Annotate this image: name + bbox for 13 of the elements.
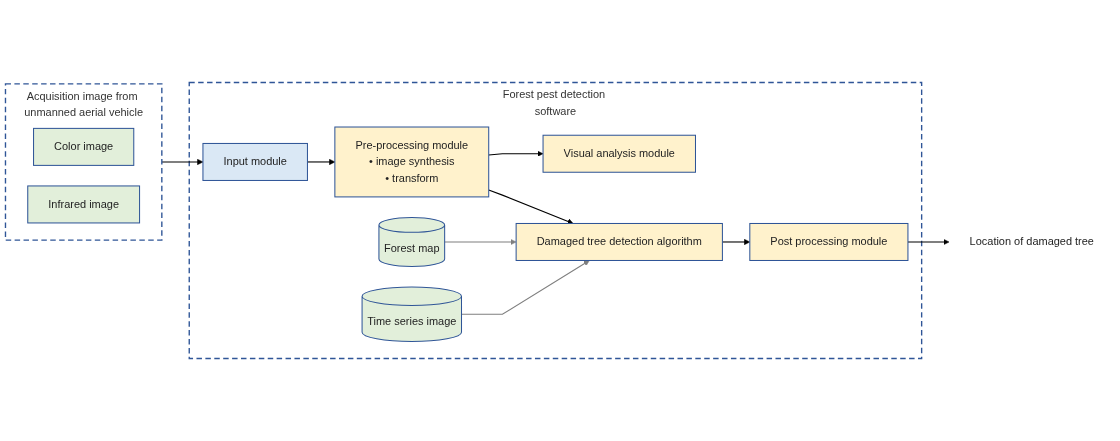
arrow bbox=[488, 150, 544, 157]
node-text: Location of damaged tree bbox=[969, 235, 1094, 248]
node-box: Post processing module bbox=[749, 222, 909, 261]
arrow bbox=[444, 238, 517, 245]
node-box: Color image bbox=[33, 127, 135, 166]
node-box: Visual analysis module bbox=[542, 134, 696, 173]
node-box: Infrared image bbox=[27, 185, 141, 224]
node-box: Pre-processing module • image synthesis • transform bbox=[334, 126, 490, 198]
node-box: Damaged tree detection algorithm bbox=[515, 222, 723, 261]
arrow bbox=[460, 260, 590, 315]
node-box: Input module bbox=[202, 142, 308, 181]
arrow bbox=[488, 189, 574, 225]
arrow bbox=[907, 238, 950, 245]
